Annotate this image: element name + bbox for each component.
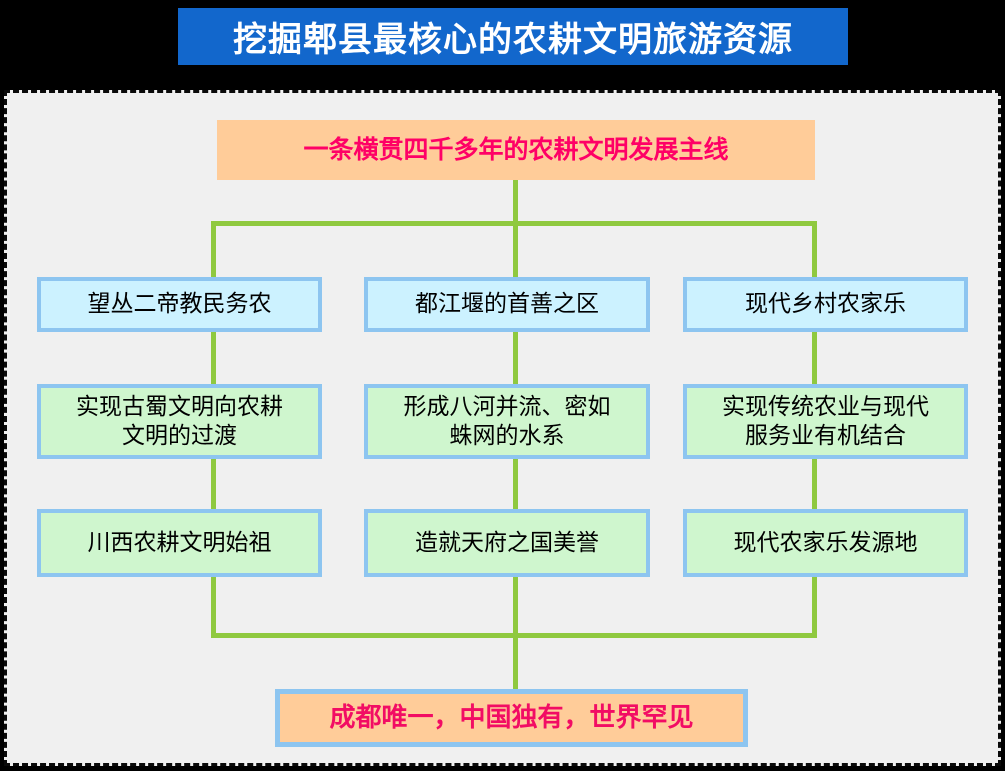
title-banner: 挖掘郫县最核心的农耕文明旅游资源: [178, 8, 848, 65]
conclusion-node-label: 成都唯一，中国独有，世界罕见: [329, 702, 694, 733]
node-col2-bottom: 造就天府之国美誉: [364, 509, 650, 577]
node-label: 实现古蜀文明向农耕 文明的过渡: [76, 393, 283, 449]
node-label: 造就天府之国美誉: [415, 529, 599, 556]
node-col2-top: 都江堰的首善之区: [364, 277, 650, 332]
node-label: 现代农家乐发源地: [733, 529, 918, 556]
node-col3-middle: 实现传统农业与现代 服务业有机结合: [683, 384, 968, 459]
root-node-label: 一条横贯四千多年的农耕文明发展主线: [303, 135, 729, 165]
connector-conclusion-stub: [513, 633, 518, 689]
node-label: 都江堰的首善之区: [415, 291, 599, 318]
node-label: 实现传统农业与现代 服务业有机结合: [722, 393, 929, 449]
node-col1-bottom: 川西农耕文明始祖: [37, 509, 322, 577]
node-label: 望丛二帝教民务农: [87, 291, 272, 318]
node-col2-middle: 形成八河并流、密如 蛛网的水系: [364, 384, 650, 459]
node-col1-top: 望丛二帝教民务农: [37, 277, 322, 332]
conclusion-node: 成都唯一，中国独有，世界罕见: [275, 689, 748, 747]
node-col3-bottom: 现代农家乐发源地: [683, 509, 968, 577]
connector-root-stub: [513, 180, 518, 226]
node-label: 形成八河并流、密如 蛛网的水系: [403, 393, 611, 449]
page-title: 挖掘郫县最核心的农耕文明旅游资源: [233, 20, 793, 60]
node-label: 川西农耕文明始祖: [87, 529, 272, 556]
node-label: 现代乡村农家乐: [745, 291, 906, 318]
node-col1-middle: 实现古蜀文明向农耕 文明的过渡: [37, 384, 322, 459]
node-col3-top: 现代乡村农家乐: [683, 277, 968, 332]
root-node: 一条横贯四千多年的农耕文明发展主线: [217, 120, 815, 180]
